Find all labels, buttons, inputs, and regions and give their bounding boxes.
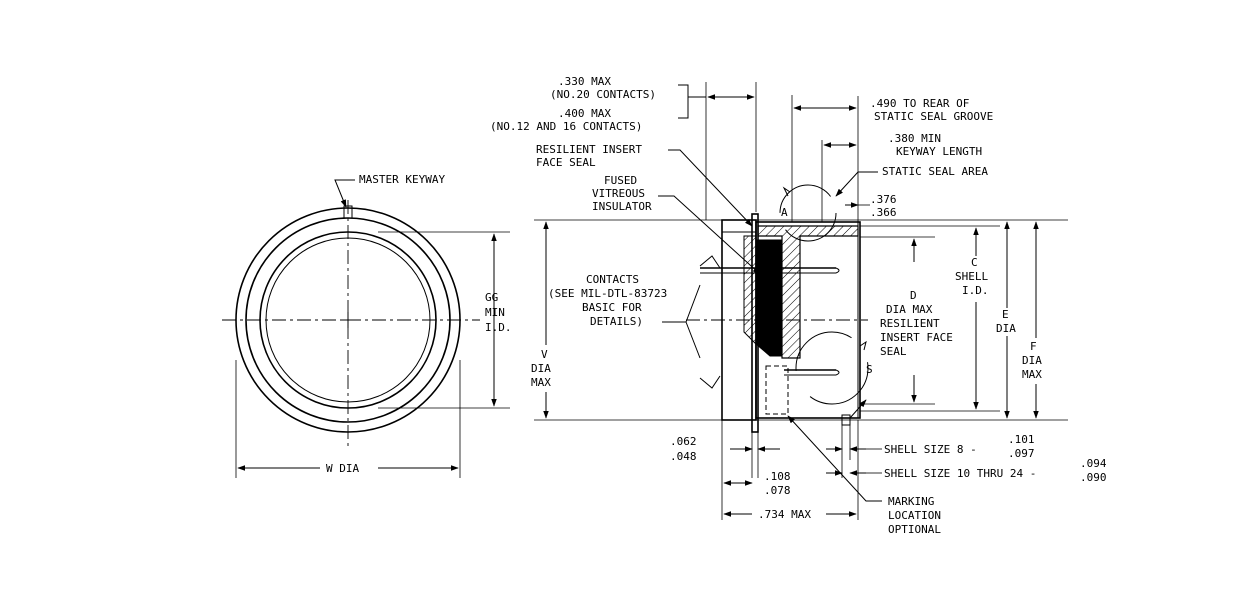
contacts-line1: CONTACTS: [586, 273, 639, 286]
marking-line1: MARKING: [888, 495, 934, 508]
marking-line2: LOCATION: [888, 509, 941, 522]
v-line1: V: [541, 348, 548, 361]
shell-size-8-bottom: .097: [1008, 447, 1035, 460]
shell-size-10-label: SHELL SIZE 10 THRU 24 -: [884, 467, 1036, 480]
gg-label-2: MIN: [485, 306, 505, 319]
shell-size-8-top: .101: [1008, 433, 1035, 446]
shell-size-8-label: SHELL SIZE 8 -: [884, 443, 977, 456]
resilient-insert-line2: FACE SEAL: [536, 156, 596, 169]
dim-380-line2: KEYWAY LENGTH: [896, 145, 982, 158]
w-dia-label: W DIA: [326, 462, 359, 475]
marking-location-area: [765, 365, 789, 415]
v-line3: MAX: [531, 376, 551, 389]
resilient-insert-face-seal: [743, 235, 757, 346]
dim-490-line2: STATIC SEAL GROOVE: [874, 110, 993, 123]
detail-a-label: A: [781, 206, 788, 219]
v-line2: DIA: [531, 362, 551, 375]
d-line2: DIA MAX: [886, 303, 933, 316]
gg-label-3: I.D.: [485, 321, 512, 334]
detail-circle-s: [795, 331, 869, 405]
dim-400-line2: (NO.12 AND 16 CONTACTS): [490, 120, 642, 133]
resilient-insert-line1: RESILIENT INSERT: [536, 143, 642, 156]
f-line2: DIA: [1022, 354, 1042, 367]
dim-400-line1: .400 MAX: [558, 107, 611, 120]
f-line1: F: [1030, 340, 1037, 353]
dim-108: .108: [764, 470, 791, 483]
marking-line3: OPTIONAL: [888, 523, 941, 536]
master-keyway: [343, 205, 353, 219]
c-line2: SHELL: [955, 270, 988, 283]
master-keyway-label: MASTER KEYWAY: [359, 173, 445, 186]
dim-078: .078: [764, 484, 791, 497]
contacts-line4: DETAILS): [590, 315, 643, 328]
contacts-line2: (SEE MIL-DTL-83723: [548, 287, 667, 300]
dim-330-line1: .330 MAX: [558, 75, 611, 88]
dim-380-line1: .380 MIN: [888, 132, 941, 145]
dim-062: .062: [670, 435, 697, 448]
c-line3: I.D.: [962, 284, 989, 297]
e-line2: DIA: [996, 322, 1016, 335]
shell-size-10-bottom: .090: [1080, 471, 1107, 484]
dim-366: .366: [870, 206, 897, 219]
e-line1: E: [1002, 308, 1009, 321]
fused-line2: VITREOUS: [592, 187, 645, 200]
detail-circle-a: [779, 184, 837, 242]
gg-label-1: GG: [485, 291, 498, 304]
f-line3: MAX: [1022, 368, 1042, 381]
d-line3: RESILIENT: [880, 317, 940, 330]
static-seal-area-label: STATIC SEAL AREA: [882, 165, 988, 178]
dim-734: .734 MAX: [758, 508, 811, 521]
fused-line3: INSULATOR: [592, 200, 652, 213]
d-line1: D: [910, 289, 917, 302]
d-line4: INSERT FACE: [880, 331, 953, 344]
front-view: MASTER KEYWAY GG MIN I.D. W DIA: [222, 173, 512, 478]
shell-size-10-top: .094: [1080, 457, 1107, 470]
fused-vitreous-insulator: [755, 239, 783, 357]
dim-330-line2: (NO.20 CONTACTS): [550, 88, 656, 101]
c-line1: C: [971, 256, 978, 269]
detail-s-label: S: [866, 363, 873, 376]
dim-490-line1: .490 TO REAR OF: [870, 97, 969, 110]
contacts-line3: BASIC FOR: [582, 301, 642, 314]
side-view: A S .330 MAX (NO.20 CONTACTS) .400 MAX (…: [490, 75, 1107, 536]
dim-376: .376: [870, 193, 897, 206]
fused-line1: FUSED: [604, 174, 637, 187]
d-line5: SEAL: [880, 345, 907, 358]
dim-048: .048: [670, 450, 697, 463]
